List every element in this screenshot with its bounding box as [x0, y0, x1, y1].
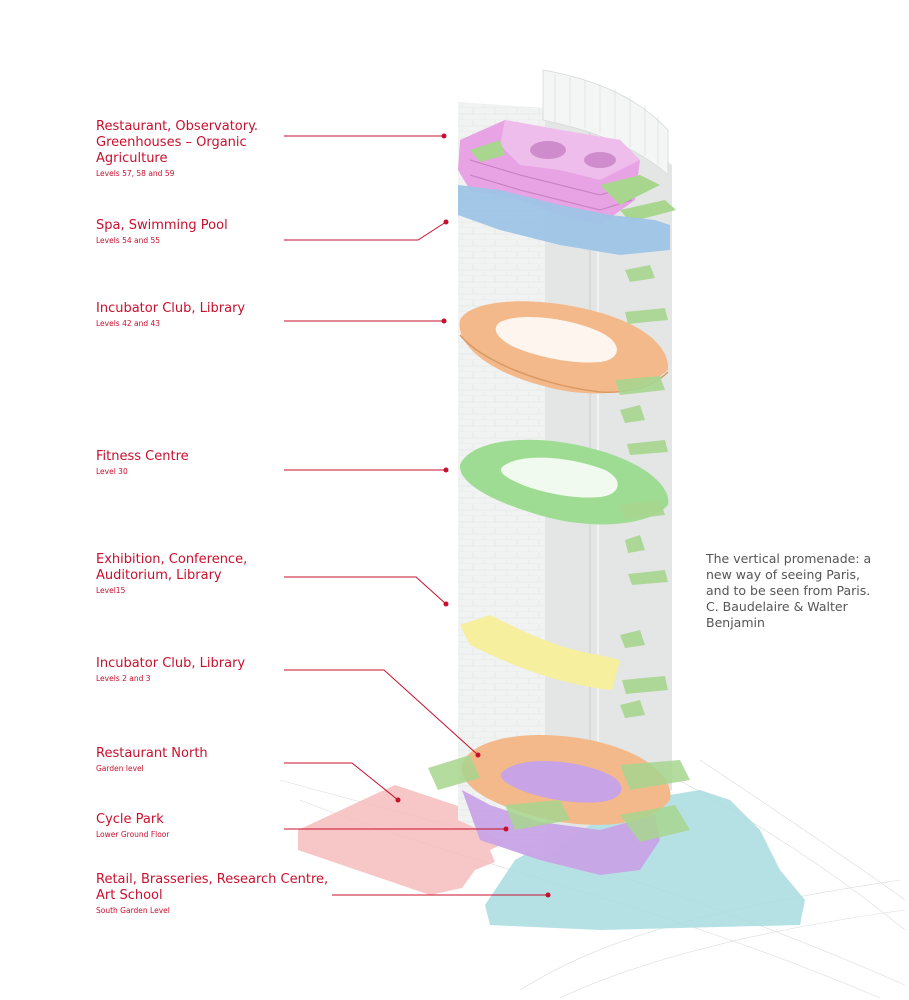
label-fitness: Fitness Centre Level 30	[96, 449, 189, 477]
label-title: Incubator Club, Library	[96, 656, 246, 671]
label-retail: Retail, Brasseries, Research Centre, Art…	[96, 872, 328, 916]
leader-incubator-lower	[284, 669, 479, 756]
label-levels: Lower Ground Floor	[96, 830, 170, 839]
label-levels: Level 30	[96, 467, 128, 476]
leader-exhibition	[284, 576, 447, 605]
spa-level	[458, 185, 670, 255]
leader-restaurant-north	[284, 762, 399, 801]
incubator-upper-ring	[459, 301, 669, 394]
greenhouse-levels	[458, 120, 676, 225]
label-restaurant-north: Restaurant North Garden level	[96, 746, 208, 774]
incubator-lower-ring	[461, 734, 671, 825]
side-greenery	[615, 265, 668, 718]
label-levels: South Garden Level	[96, 906, 170, 915]
label-cycle-park: Cycle Park Lower Ground Floor	[96, 812, 169, 840]
label-title: Cycle Park	[96, 812, 164, 827]
label-title: Incubator Club, Library	[96, 301, 246, 316]
label-incubator-upper: Incubator Club, Library Levels 42 and 43	[96, 301, 245, 329]
label-title: Restaurant North	[96, 746, 208, 761]
label-levels: Levels 57, 58 and 59	[96, 169, 175, 178]
label-incubator-lower: Incubator Club, Library Levels 2 and 3	[96, 656, 245, 684]
label-title: Spa, Swimming Pool	[96, 218, 228, 233]
label-title: Exhibition, Conference, Auditorium, Libr…	[96, 552, 248, 583]
label-title: Fitness Centre	[96, 449, 189, 464]
label-exhibition: Exhibition, Conference, Auditorium, Libr…	[96, 552, 247, 596]
label-title: Restaurant, Observatory. Greenhouses – O…	[96, 119, 259, 166]
exhibition-arc	[460, 615, 620, 690]
label-levels: Level15	[96, 586, 126, 595]
label-levels: Levels 2 and 3	[96, 674, 151, 683]
leader-dots	[395, 133, 551, 898]
label-levels: Levels 54 and 55	[96, 236, 161, 245]
label-spa-pool: Spa, Swimming Pool Levels 54 and 55	[96, 218, 228, 246]
leader-spa-pool	[284, 221, 447, 241]
label-levels: Levels 42 and 43	[96, 319, 161, 328]
promenade-quote: The vertical promenade: a new way of see…	[706, 551, 872, 630]
label-levels: Garden level	[96, 764, 144, 773]
lower-ground-volume	[462, 790, 660, 875]
garden-greenery	[428, 755, 690, 842]
leader-lines	[284, 135, 548, 896]
fitness-ring	[459, 439, 669, 525]
label-title: Retail, Brasseries, Research Centre, Art…	[96, 872, 329, 903]
label-restaurant-observatory: Restaurant, Observatory. Greenhouses – O…	[96, 119, 258, 179]
